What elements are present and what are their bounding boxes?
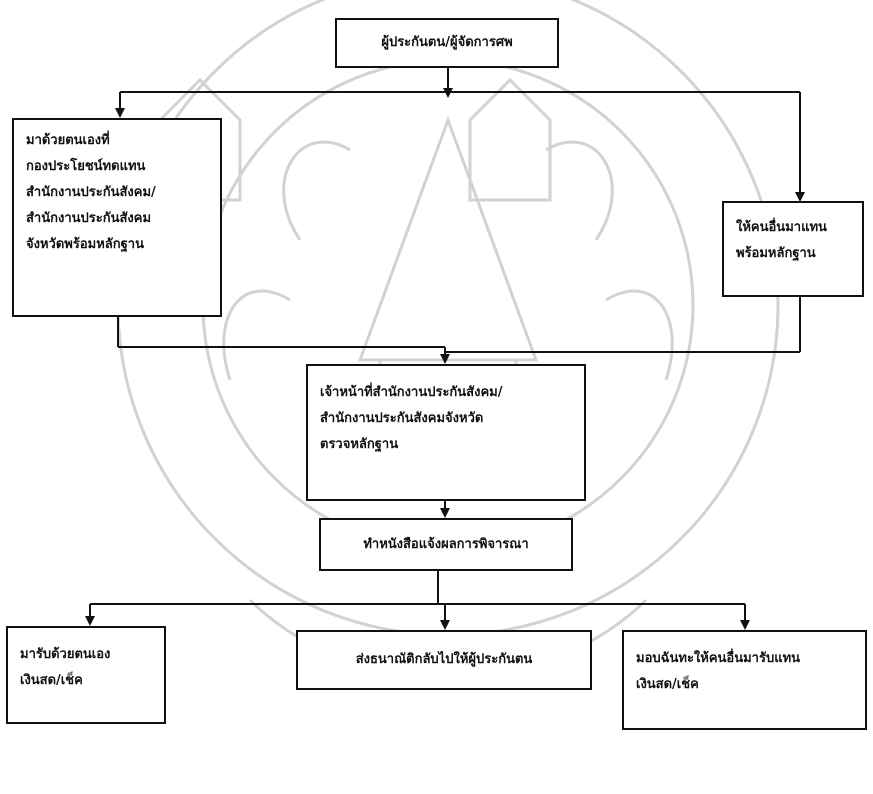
node-label: สำนักงานประกันสังคมจังหวัด xyxy=(320,411,484,426)
proxy-submit-node: ให้คนอื่นมาแทน พร้อมหลักฐาน xyxy=(722,201,864,297)
node-label: สำนักงานประกันสังคม/ xyxy=(26,185,156,200)
node-label: กองประโยชน์ทดแทน xyxy=(26,159,146,174)
arrow-down-icon xyxy=(440,508,450,518)
arrow-down-icon xyxy=(115,108,125,118)
node-label: ส่งธนาณัติกลับไปให้ผู้ประกันตน xyxy=(355,652,533,667)
node-label: ผู้ประกันตน/ผู้จัดการศพ xyxy=(381,35,513,50)
node-label: ให้คนอื่นมาแทน xyxy=(736,220,827,235)
node-label: มาด้วยตนเองที่ xyxy=(26,133,110,148)
node-label: ตรวจหลักฐาน xyxy=(320,437,399,452)
insured-node: ผู้ประกันตน/ผู้จัดการศพ xyxy=(335,18,559,68)
officer-check-node: เจ้าหน้าที่สำนักงานประกันสังคม/ สำนักงาน… xyxy=(306,364,586,501)
node-label: สำนักงานประกันสังคม xyxy=(26,211,152,226)
self-receive-node: มารับด้วยตนเอง เงินสด/เช็ค xyxy=(6,626,166,724)
node-label: มารับด้วยตนเอง xyxy=(20,647,111,662)
money-order-node: ส่งธนาณัติกลับไปให้ผู้ประกันตน xyxy=(296,630,592,690)
node-label: เงินสด/เช็ค xyxy=(20,673,83,688)
arrow-down-icon xyxy=(440,354,450,364)
node-label: จังหวัดพร้อมหลักฐาน xyxy=(26,237,144,252)
node-label: มอบฉันทะให้คนอื่นมารับแทน xyxy=(636,651,801,666)
notify-letter-node: ทำหนังสือแจ้งผลการพิจารณา xyxy=(319,518,573,571)
arrow-down-icon xyxy=(440,620,450,630)
node-label: เจ้าหน้าที่สำนักงานประกันสังคม/ xyxy=(320,385,503,400)
node-label: ทำหนังสือแจ้งผลการพิจารณา xyxy=(363,536,529,552)
node-label: พร้อมหลักฐาน xyxy=(736,246,816,261)
proxy-receive-node: มอบฉันทะให้คนอื่นมารับแทน เงินสด/เช็ค xyxy=(622,630,867,730)
arrow-down-icon xyxy=(85,616,95,626)
self-submit-node: มาด้วยตนเองที่ กองประโยชน์ทดแทน สำนักงาน… xyxy=(12,118,222,317)
arrow-down-icon xyxy=(443,88,453,98)
node-label: เงินสด/เช็ค xyxy=(636,677,699,692)
arrow-down-icon xyxy=(740,620,750,630)
